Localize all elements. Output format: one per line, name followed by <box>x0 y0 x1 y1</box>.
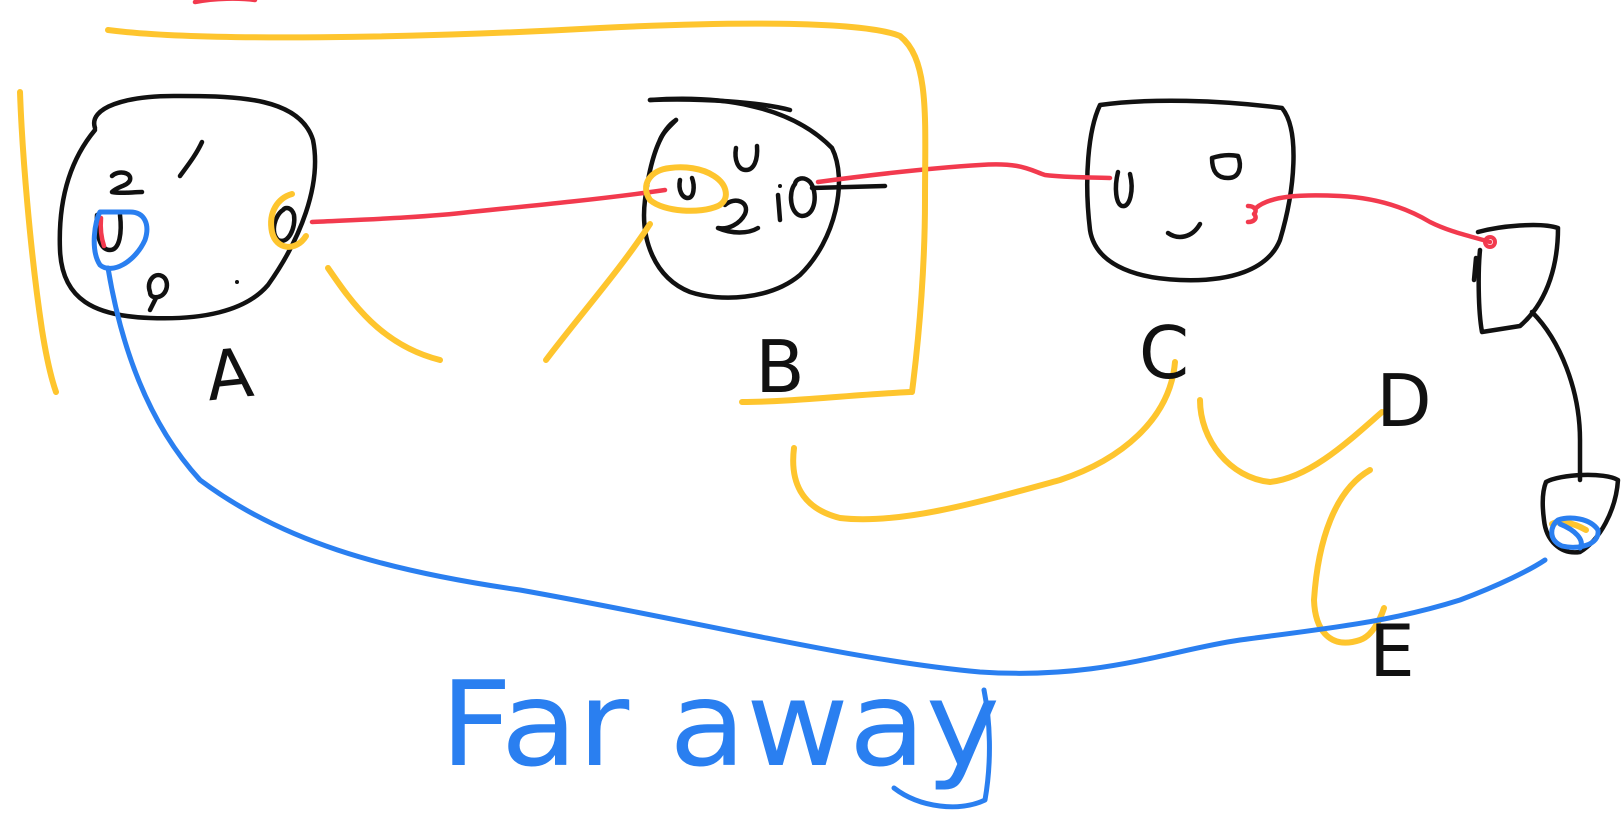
node-b-port-0-left <box>677 175 696 201</box>
blue-circle-bottom-right-scribble <box>1557 521 1584 551</box>
node-d-upper <box>1471 222 1621 555</box>
node-a-red-mark <box>98 215 107 249</box>
node-c-port-o <box>1209 152 1243 181</box>
node-b-port-2 <box>715 198 761 235</box>
node-label-a: A <box>202 334 257 417</box>
node-a <box>57 93 318 321</box>
node-label-b: B <box>755 325 804 409</box>
node-a-port-0 <box>146 272 170 300</box>
node-b-port-0-right <box>788 176 817 219</box>
node-c-outline <box>1085 98 1296 283</box>
node-b-outline-top <box>647 97 793 113</box>
node-a-port-0-tail <box>147 295 159 313</box>
node-bottom-right-outline <box>1540 472 1621 555</box>
node-c-red-port-3 <box>1245 203 1258 225</box>
yellow-curve-b <box>543 221 653 363</box>
yellow-group-bottom-bracket <box>739 389 913 405</box>
node-a-port-0-right <box>271 205 297 244</box>
node-b-port-i <box>775 192 783 223</box>
link-c-d-end <box>1483 235 1497 249</box>
node-b-outline <box>641 96 842 300</box>
blue-circle-bottom-right-port <box>1549 515 1601 550</box>
node-c <box>1085 98 1296 283</box>
node-b <box>641 96 888 300</box>
node-label-e: E <box>1369 609 1415 693</box>
node-a-port-1 <box>177 139 205 179</box>
node-upper-right-outline <box>1475 222 1561 335</box>
annotation-far-away: Far away <box>440 655 1000 793</box>
node-c-port-0 <box>1113 169 1134 209</box>
node-upper-right-tick <box>1471 255 1479 283</box>
link-c-d <box>1253 193 1493 245</box>
node-label-c: C <box>1139 311 1189 395</box>
yellow-curve-e <box>1311 467 1387 646</box>
yellow-curve-c <box>790 359 1178 523</box>
link-b-c <box>815 162 1113 185</box>
yellow-group-left-bar <box>17 89 59 395</box>
red-stroke-fragment <box>192 0 258 5</box>
link-a-b <box>309 187 668 225</box>
node-b-port-i-dot <box>778 184 782 188</box>
node-a-dot <box>235 280 239 284</box>
node-b-port-stub <box>809 183 888 191</box>
node-a-port-u <box>94 212 123 253</box>
blue-link-far-away <box>105 265 1548 676</box>
yellow-curve-c-d <box>1197 397 1385 485</box>
node-c-smile <box>1165 221 1203 240</box>
node-a-port-2 <box>109 170 145 196</box>
node-label-d: D <box>1376 359 1431 443</box>
yellow-circle-b-left <box>643 164 729 214</box>
annotation-far-away-tail <box>891 687 992 810</box>
node-b-port-u <box>733 143 760 173</box>
yellow-curve-a <box>325 265 443 363</box>
yellow-circle-a-right <box>268 191 309 250</box>
yellow-group-top-bracket <box>105 20 929 395</box>
node-b-outline-tick <box>657 117 679 143</box>
node-d-link-down <box>1529 309 1583 483</box>
blue-circle-a-port-u <box>91 209 150 271</box>
node-a-outline <box>57 93 318 321</box>
